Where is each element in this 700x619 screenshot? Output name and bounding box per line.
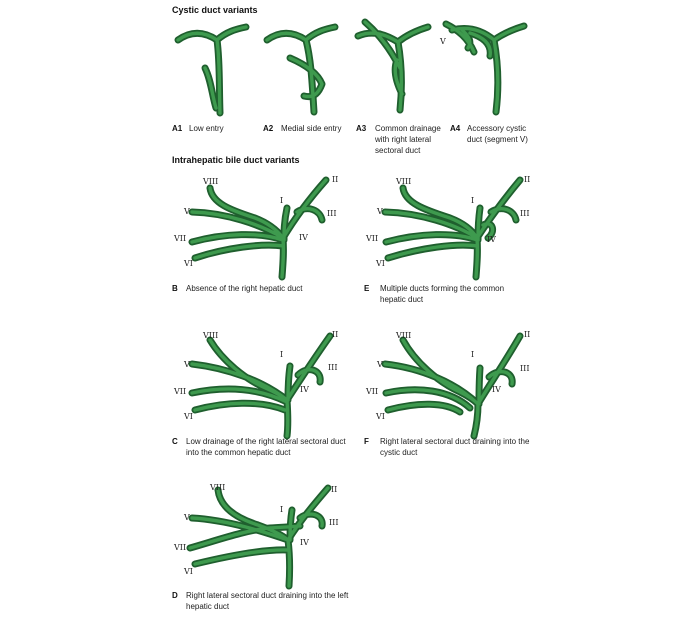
segment-iv-b: IV (299, 233, 308, 242)
intrahepatic-section-title: Intrahepatic bile duct variants (172, 155, 300, 165)
segment-i-f: I (471, 350, 474, 359)
duct-tree-a4 (442, 20, 528, 116)
caption-a4-line2: duct (segment V) (467, 135, 528, 144)
segment-vi-e: VI (375, 259, 385, 268)
segment-v-e: V (376, 207, 383, 216)
segment-vii-b: VII (173, 234, 186, 243)
segment-viii-e: VIII (395, 177, 411, 186)
segment-vi-d: VI (183, 567, 193, 576)
segment-iii-d: III (329, 518, 338, 527)
segment-iv-e: IV (487, 235, 496, 244)
segment-iii-c: III (328, 363, 337, 372)
label-a3: A3 (356, 124, 367, 133)
segment-label-a4-v: V (439, 37, 446, 46)
segment-viii-d: VIII (209, 483, 225, 492)
duct-tree-f (381, 332, 524, 440)
segment-viii-f: VIII (395, 331, 411, 340)
label-d: D (172, 591, 178, 600)
segment-vii-d: VII (173, 543, 186, 552)
duct-tree-d (186, 484, 332, 590)
segment-vii-f: VII (365, 387, 378, 396)
caption-f-line1: Right lateral sectoral duct draining int… (380, 437, 530, 446)
segment-i-e: I (471, 196, 474, 205)
diagram-a4-accessory-cystic-duct: V A4 Accessory cystic duct (segment V) (439, 20, 528, 144)
caption-c-line1: Low drainage of the right lateral sector… (186, 437, 346, 446)
segment-i-d: I (280, 505, 283, 514)
segment-iv-d: IV (300, 538, 309, 547)
segment-ii-e: II (524, 175, 530, 184)
caption-a2-line1: Medial side entry (281, 124, 341, 133)
label-c: C (172, 437, 178, 446)
segment-ii-f: II (524, 330, 530, 339)
diagram-c-low-drainage: VIII V VII VI I II III IV C Low drainage… (172, 330, 346, 457)
caption-b-line1: Absence of the right hepatic duct (186, 284, 303, 293)
segment-iii-f: III (520, 364, 529, 373)
label-e: E (364, 284, 370, 293)
segment-v-b: V (183, 207, 190, 216)
segment-ii-d: II (331, 485, 337, 494)
caption-d-line2: hepatic duct (186, 602, 230, 611)
segment-iv-c: IV (300, 385, 309, 394)
segment-iii-e: III (520, 209, 529, 218)
caption-a4-line1: Accessory cystic (467, 124, 526, 133)
diagram-a2-medial-side-entry: A2 Medial side entry (263, 23, 341, 133)
segment-v-f: V (376, 360, 383, 369)
segment-vi-f: VI (375, 412, 385, 421)
segment-i-c: I (280, 350, 283, 359)
label-f: F (364, 437, 369, 446)
label-a4: A4 (450, 124, 461, 133)
diagram-e-multiple-ducts: VIII V VII VI I II III IV E Multiple duc… (364, 175, 530, 304)
duct-tree-c (188, 332, 334, 440)
cystic-section-title: Cystic duct variants (172, 5, 258, 15)
segment-vi-c: VI (183, 412, 193, 421)
diagram-a3-common-drainage: A3 Common drainage with right lateral se… (354, 18, 441, 155)
segment-vii-e: VII (365, 234, 378, 243)
segment-v-c: V (183, 360, 190, 369)
segment-ii-b: II (332, 175, 338, 184)
diagram-f-drainage-into-cystic-duct: VIII V VII VI I II III IV F Right latera… (364, 330, 530, 457)
segment-i-b: I (280, 196, 283, 205)
segment-ii-c: II (332, 330, 338, 339)
duct-tree-e (381, 176, 524, 281)
caption-a3-line2: with right lateral (374, 135, 431, 144)
duct-tree-a1 (174, 23, 250, 117)
segment-viii-c: VIII (202, 331, 218, 340)
caption-f-line2: cystic duct (380, 448, 418, 457)
caption-a3-line1: Common drainage (375, 124, 441, 133)
label-a1: A1 (172, 124, 183, 133)
segment-v-d: V (183, 513, 190, 522)
duct-tree-a2 (263, 23, 339, 116)
segment-vii-c: VII (173, 387, 186, 396)
diagram-a1-low-entry: A1 Low entry (172, 23, 250, 133)
duct-tree-b (188, 176, 330, 281)
segment-vi-b: VI (183, 259, 193, 268)
caption-e-line1: Multiple ducts forming the common (380, 284, 504, 293)
segment-viii-b: VIII (202, 177, 218, 186)
caption-a3-line3: sectoral duct (375, 146, 421, 155)
caption-c-line2: into the common hepatic duct (186, 448, 291, 457)
caption-e-line2: hepatic duct (380, 295, 424, 304)
diagram-d-drainage-into-left-hepatic-duct: VIII V VII VI I II III IV D Right latera… (172, 483, 349, 611)
duct-tree-a3 (354, 18, 432, 114)
label-b: B (172, 284, 178, 293)
diagram-b-absence-right-hepatic-duct: VIII V VII VI I II III IV B Absence of t… (172, 175, 338, 293)
caption-d-line1: Right lateral sectoral duct draining int… (186, 591, 349, 600)
caption-a1-line1: Low entry (189, 124, 224, 133)
segment-iv-f: IV (492, 385, 501, 394)
label-a2: A2 (263, 124, 274, 133)
segment-iii-b: III (327, 209, 336, 218)
